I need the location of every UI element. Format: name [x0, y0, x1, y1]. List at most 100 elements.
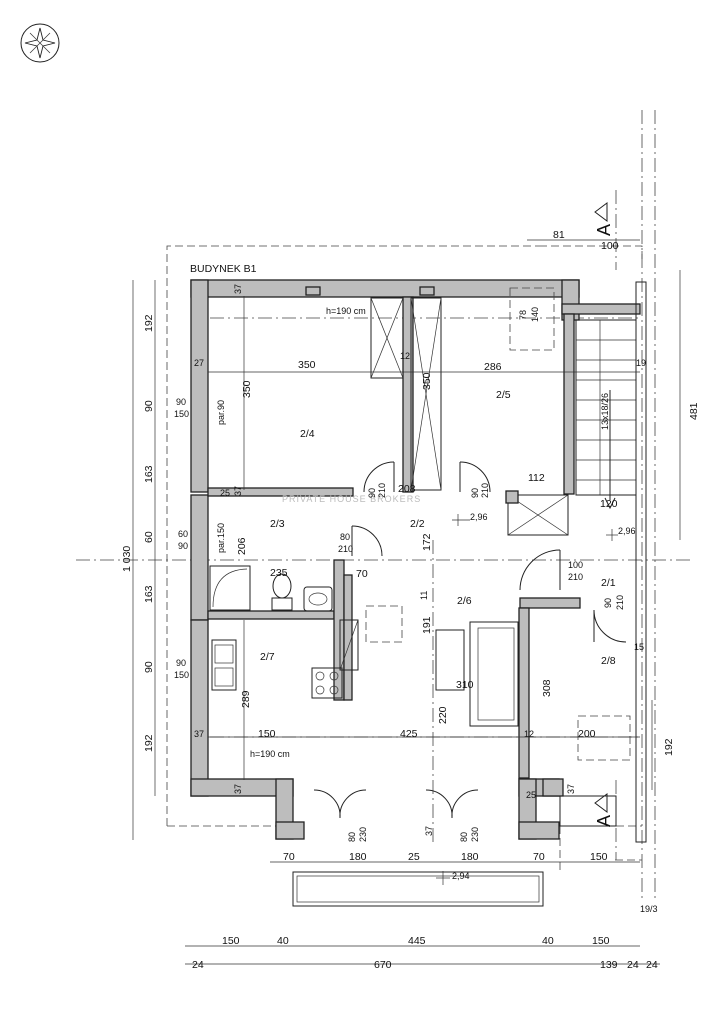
svg-text:139: 139 — [600, 959, 618, 971]
svg-text:70: 70 — [356, 568, 368, 580]
outer-walls — [190, 279, 641, 840]
building-label: BUDYNEK B1 — [190, 263, 257, 275]
svg-text:80: 80 — [340, 532, 350, 542]
svg-text:220: 220 — [437, 706, 449, 724]
axis-lines — [76, 110, 690, 900]
svg-text:90: 90 — [178, 541, 188, 551]
svg-text:140: 140 — [530, 307, 540, 322]
svg-text:445: 445 — [408, 935, 426, 947]
window-note: h=190 cm — [326, 306, 366, 316]
svg-text:210: 210 — [568, 572, 583, 582]
svg-text:210: 210 — [480, 483, 490, 498]
stair-note: 13x18/26 — [600, 393, 610, 430]
svg-text:350: 350 — [298, 359, 316, 371]
svg-text:37: 37 — [233, 784, 243, 794]
svg-text:25: 25 — [408, 851, 420, 863]
svg-text:37: 37 — [233, 486, 243, 496]
svg-text:350: 350 — [241, 380, 253, 398]
svg-text:150: 150 — [258, 728, 276, 740]
svg-text:40: 40 — [277, 935, 289, 947]
svg-text:350: 350 — [421, 372, 433, 390]
svg-text:25: 25 — [526, 790, 536, 800]
svg-text:670: 670 — [374, 959, 392, 971]
svg-text:12: 12 — [400, 351, 410, 361]
svg-text:90: 90 — [143, 400, 155, 412]
svg-text:100: 100 — [568, 560, 583, 570]
svg-text:192: 192 — [143, 734, 155, 752]
svg-text:1 030: 1 030 — [121, 546, 133, 572]
dimension-lines — [132, 239, 681, 965]
level-marker: 2,94 — [436, 871, 470, 885]
svg-text:70: 70 — [283, 851, 295, 863]
svg-text:90: 90 — [176, 397, 186, 407]
section-marker: A — [594, 224, 614, 236]
svg-text:425: 425 — [400, 728, 418, 740]
svg-text:180: 180 — [349, 851, 367, 863]
svg-text:150: 150 — [174, 670, 189, 680]
watermark: PRIVATE HOUSE BROKERS — [282, 494, 421, 504]
svg-text:192: 192 — [143, 314, 155, 332]
window-label: 60 90 — [178, 529, 188, 551]
svg-text:208: 208 — [398, 483, 416, 495]
svg-text:210: 210 — [615, 595, 625, 610]
bottom-dims-row1: 70 180 25 180 70 150 — [283, 851, 608, 863]
corner-label: 19/3 — [640, 904, 658, 914]
room-label: 2/8 — [601, 655, 616, 667]
svg-text:163: 163 — [143, 465, 155, 483]
svg-text:80: 80 — [347, 832, 357, 842]
svg-text:25: 25 — [220, 488, 230, 498]
svg-text:27: 27 — [194, 358, 204, 368]
svg-text:481: 481 — [688, 402, 700, 420]
svg-text:37: 37 — [566, 784, 576, 794]
door-swings — [313, 461, 627, 819]
room-label: 2/7 — [260, 651, 275, 663]
svg-text:210: 210 — [338, 544, 353, 554]
svg-text:90: 90 — [143, 661, 155, 673]
living-furniture — [365, 287, 631, 761]
left-dims: 192 90 163 60 163 90 192 1 030 — [121, 314, 155, 752]
svg-text:90: 90 — [603, 598, 613, 608]
room-label: 2/1 — [601, 577, 616, 589]
svg-text:37: 37 — [233, 284, 243, 294]
svg-text:150: 150 — [592, 935, 610, 947]
door-label: 80 230 — [459, 827, 480, 842]
svg-text:230: 230 — [358, 827, 368, 842]
top-dim: 81 — [553, 229, 565, 241]
svg-text:150: 150 — [222, 935, 240, 947]
svg-text:180: 180 — [461, 851, 479, 863]
svg-text:230: 230 — [470, 827, 480, 842]
svg-text:210: 210 — [377, 483, 387, 498]
svg-text:286: 286 — [484, 361, 502, 373]
svg-text:90: 90 — [176, 658, 186, 668]
svg-text:289: 289 — [240, 690, 252, 708]
svg-text:308: 308 — [541, 679, 553, 697]
sill-note: par.150 — [216, 523, 226, 553]
svg-text:15: 15 — [634, 642, 644, 652]
sill-note: par.90 — [216, 400, 226, 425]
compass-icon — [20, 23, 60, 63]
room-label: 2/6 — [457, 595, 472, 607]
door-label: 80 210 — [338, 532, 353, 554]
svg-text:191: 191 — [421, 616, 433, 634]
window-label: 90 150 — [174, 658, 189, 680]
svg-text:150: 150 — [590, 851, 608, 863]
top-dim: 100 — [601, 240, 619, 252]
svg-text:11: 11 — [419, 591, 429, 600]
svg-text:150: 150 — [174, 409, 189, 419]
svg-text:163: 163 — [143, 585, 155, 603]
balcony — [292, 871, 544, 907]
svg-text:200: 200 — [578, 728, 596, 740]
svg-text:24: 24 — [627, 959, 639, 971]
svg-text:60: 60 — [178, 529, 188, 539]
svg-text:70: 70 — [533, 851, 545, 863]
window-note: h=190 cm — [250, 749, 290, 759]
door-label: 80 230 — [347, 827, 368, 842]
svg-text:24: 24 — [192, 959, 204, 971]
svg-text:90: 90 — [367, 488, 377, 498]
room-label: 2/3 — [270, 518, 285, 530]
door-label: 90 210 — [367, 483, 387, 498]
right-dims: 481 192 — [663, 402, 700, 756]
section-marker: A — [594, 815, 614, 827]
svg-text:78: 78 — [518, 310, 528, 320]
svg-text:206: 206 — [236, 537, 248, 555]
